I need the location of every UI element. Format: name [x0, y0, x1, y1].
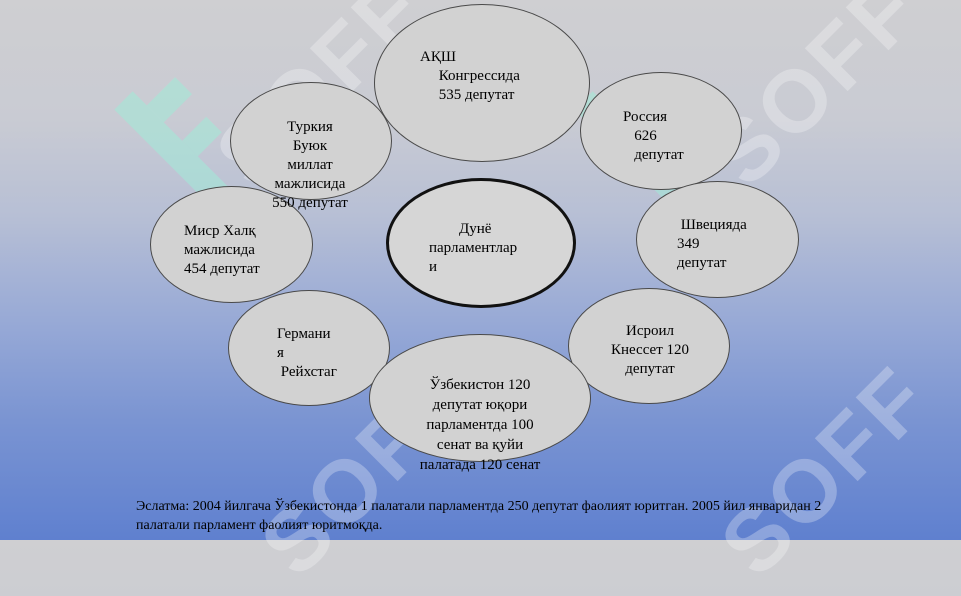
node-russia	[580, 72, 742, 190]
node-usa	[374, 4, 590, 162]
node-egypt-label: Миср Халқ мажлисида 454 депутат	[184, 223, 260, 277]
node-uzbekistan-label: Ўзбекистон 120 депутат юқори парламентда…	[419, 377, 541, 473]
center-node	[386, 178, 576, 308]
node-germany	[228, 290, 390, 406]
node-usa-label: АҚШ Конгрессида 535 депутат	[420, 49, 520, 103]
watermark-text: SOFF	[701, 347, 949, 595]
node-egypt	[150, 186, 313, 303]
node-sweden	[636, 181, 799, 298]
node-sweden-label: Швецияда 349 депутат	[677, 217, 747, 271]
node-israel-label: Исроил Кнессет 120 депутат	[610, 323, 690, 377]
center-label: Дунё парламентлар и	[429, 221, 518, 275]
node-israel	[568, 288, 730, 404]
node-germany-label: Германи я Рейхстаг	[277, 326, 337, 380]
node-turkey	[230, 82, 392, 200]
node-uzbekistan	[369, 334, 591, 462]
node-turkey-label: Туркия Буюк миллат мажлисида 550 депутат	[272, 119, 348, 211]
node-russia-label: Россия 626 депутат	[623, 109, 684, 163]
footnote: Эслатма: 2004 йилгача Ўзбекистонда 1 пал…	[136, 499, 822, 533]
